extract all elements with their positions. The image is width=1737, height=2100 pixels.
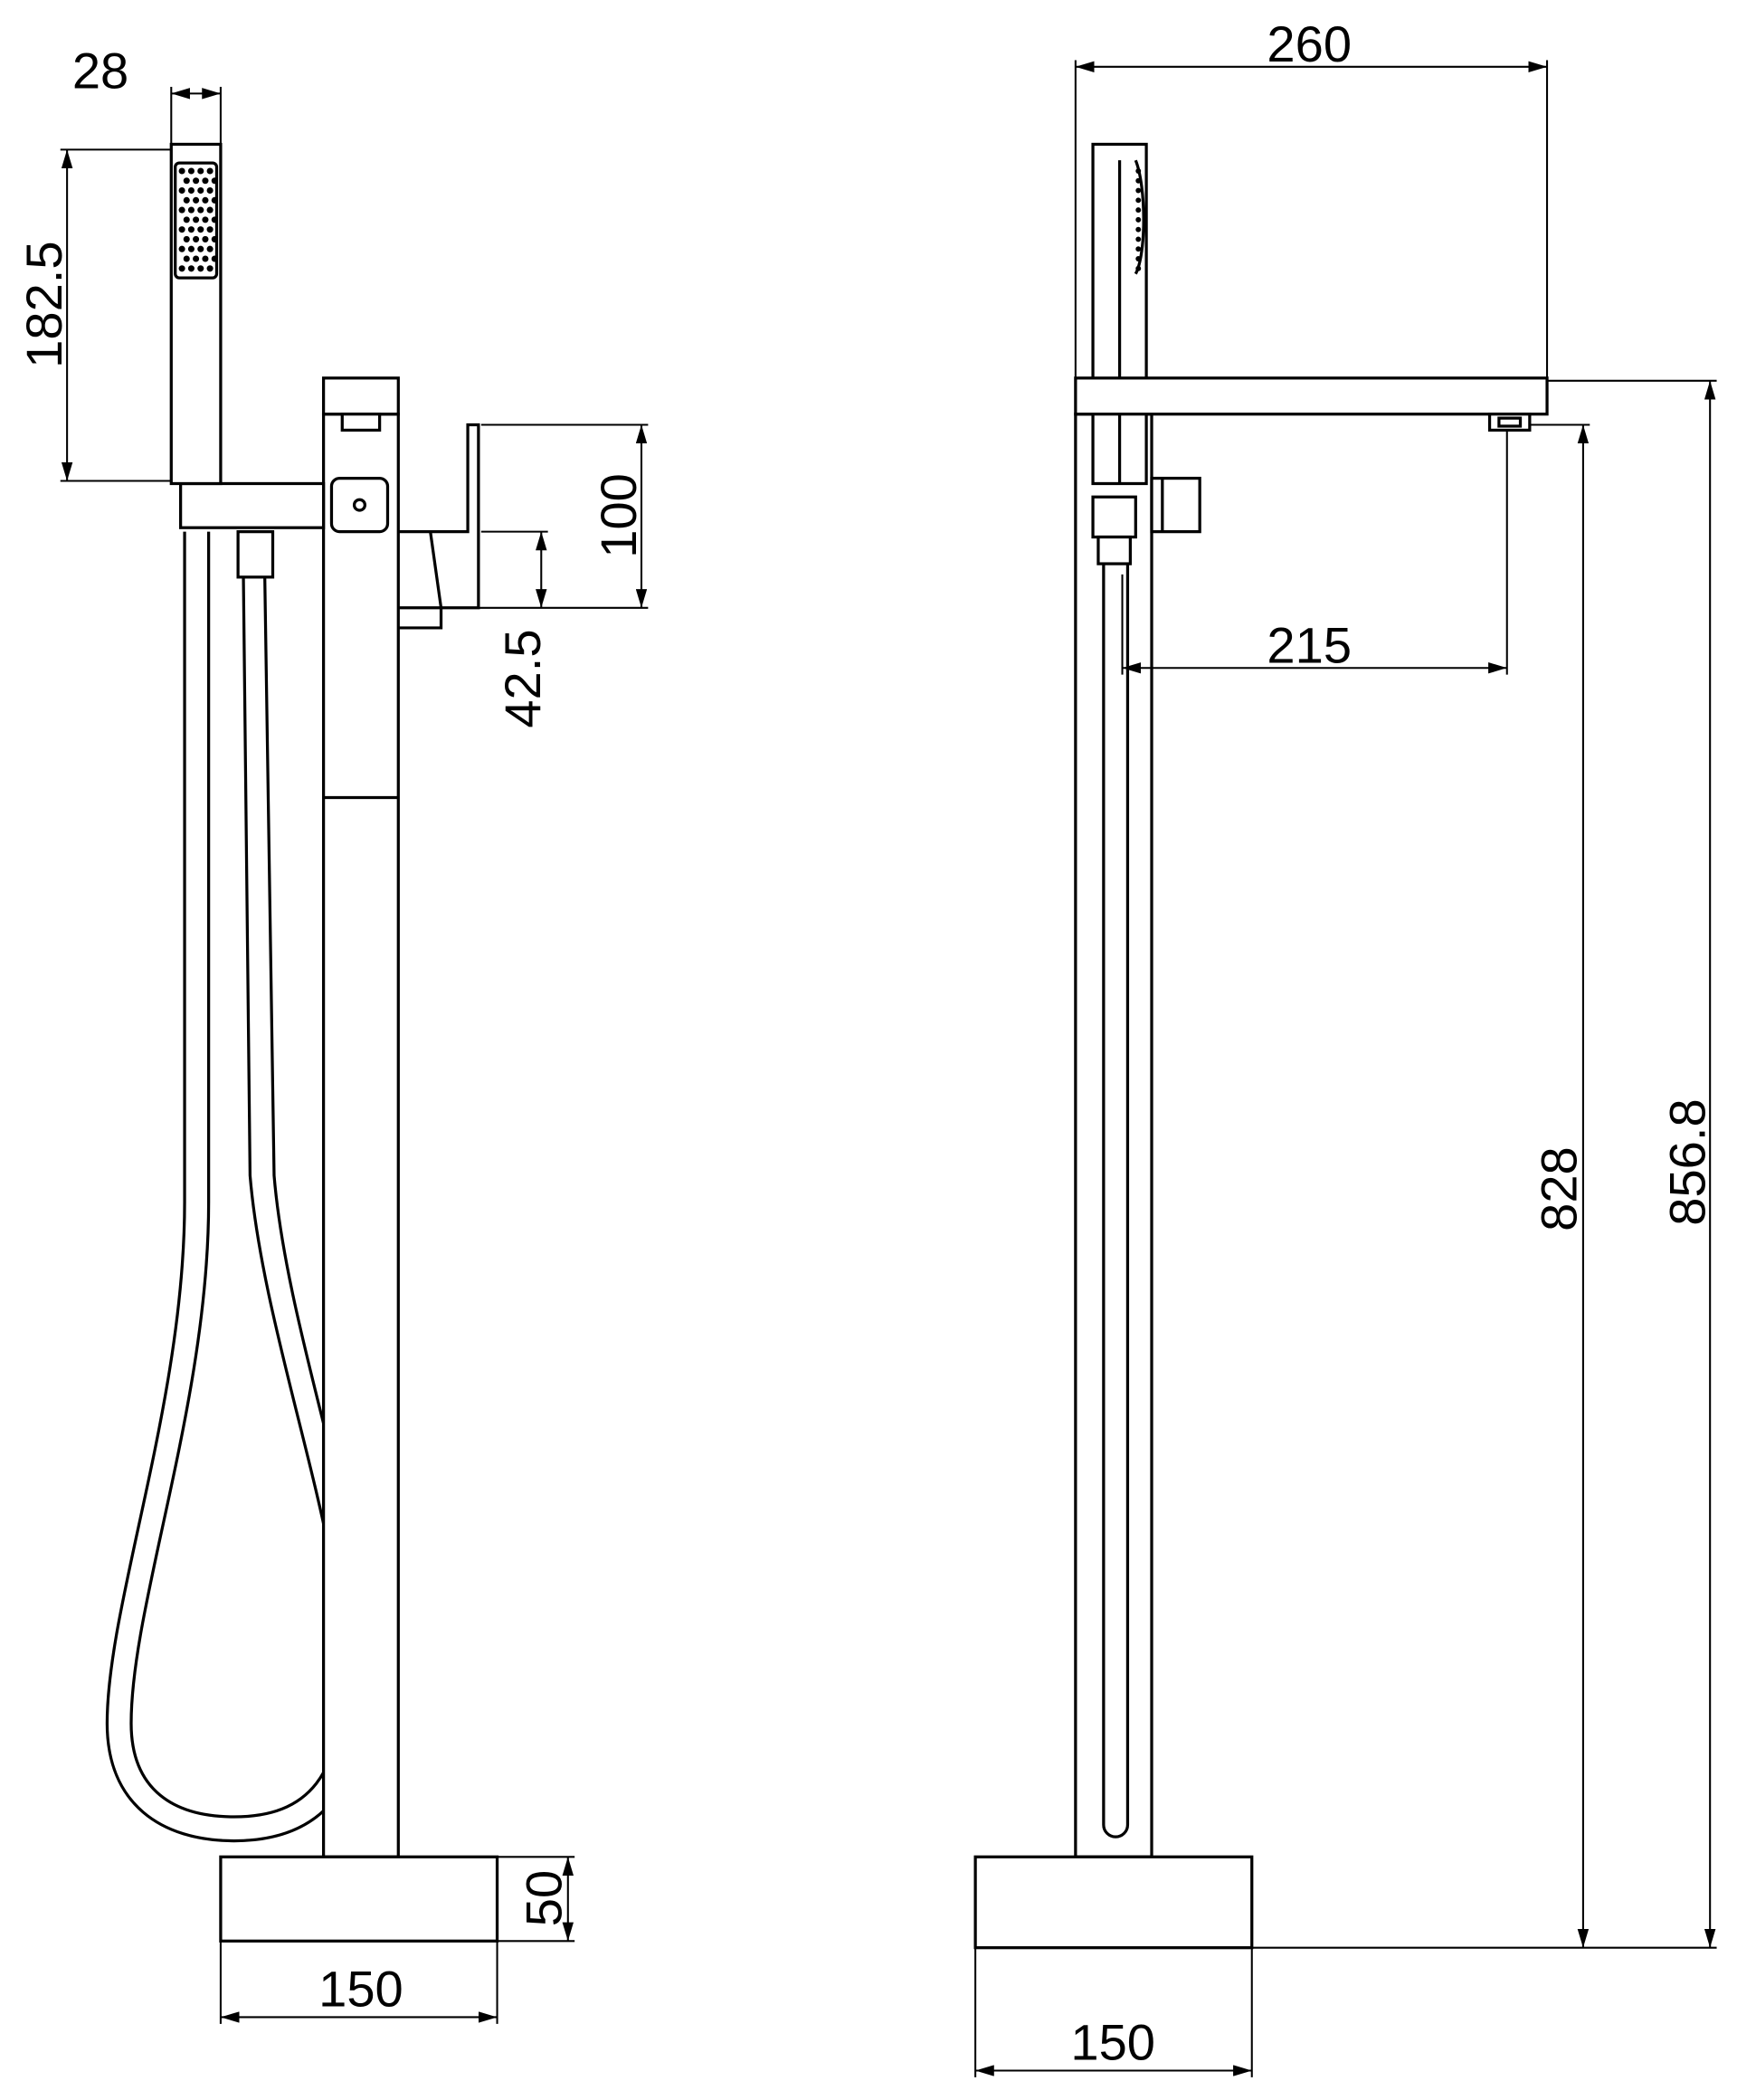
nozzle-dot [211, 196, 218, 204]
nozzle-dot [206, 206, 214, 214]
nozzle-dot [206, 187, 214, 195]
nozzle-dot [187, 265, 195, 272]
nozzle-dot [178, 226, 185, 233]
nozzle-dot [197, 187, 204, 195]
nozzle-dot [206, 226, 214, 233]
nozzle-dot [197, 167, 204, 175]
dim-handshower-length: 182.5 [15, 241, 72, 367]
nozzle-dot [211, 177, 218, 185]
nozzle-dot [193, 216, 200, 223]
nozzle-dot [187, 206, 195, 214]
nozzle-dot [211, 255, 218, 262]
nozzle-dot [187, 226, 195, 233]
spray-nozzles-side [1135, 168, 1142, 271]
nozzle-dot [197, 206, 204, 214]
handshower [169, 142, 223, 486]
nozzle-dot [1135, 197, 1142, 204]
dim-handle-height: 100 [590, 473, 647, 558]
base [973, 1855, 1254, 1950]
nozzle-dot [193, 196, 200, 204]
nozzle-dot [197, 226, 204, 233]
nozzle-dot [202, 235, 209, 242]
dim-overall-height: 856.8 [1658, 1098, 1715, 1225]
nozzle-dot [178, 245, 185, 252]
nozzle-dot [1135, 216, 1142, 223]
dim-spout-reach: 215 [1267, 616, 1352, 673]
column [1074, 413, 1153, 1858]
nozzle-dot [211, 235, 218, 242]
spray-nozzles [178, 167, 218, 272]
nozzle-dot [1135, 207, 1142, 214]
nozzle-dot [1135, 265, 1142, 271]
front-view: 260 215 828 856.8 150 [973, 15, 1717, 2077]
nozzle-dot [183, 196, 190, 204]
nozzle-dot [197, 265, 204, 272]
nozzle-dot [187, 187, 195, 195]
nozzle-dot [178, 206, 185, 214]
dim-base-height: 50 [515, 1870, 572, 1926]
nozzle-dot [206, 245, 214, 252]
column [321, 413, 400, 1858]
nozzle-dot [183, 177, 190, 185]
nozzle-dot [202, 177, 209, 185]
nozzle-dot [206, 265, 214, 272]
nozzle-dot [183, 255, 190, 262]
nozzle-dot [1135, 256, 1142, 261]
nozzle-dot [1135, 168, 1142, 174]
nozzle-dot [1135, 236, 1142, 242]
nozzle-dot [1135, 226, 1142, 233]
nozzle-dot [183, 235, 190, 242]
nozzle-dot [178, 187, 185, 195]
spout [1074, 376, 1549, 416]
nozzle-dot [197, 245, 204, 252]
nozzle-dot [187, 245, 195, 252]
side-view: 28 182.5 100 42.5 50 150 [15, 42, 649, 2024]
dim-spout-length-total: 260 [1267, 15, 1352, 72]
nozzle-dot [187, 167, 195, 175]
nozzle-dot [183, 216, 190, 223]
nozzle-dot [1135, 187, 1142, 194]
nozzle-dot [202, 196, 209, 204]
handshower-holder [178, 481, 326, 529]
nozzle-dot [178, 167, 185, 175]
dim-base-width-left: 150 [318, 1961, 403, 2018]
nozzle-dot [1135, 246, 1142, 252]
nozzle-dot [202, 255, 209, 262]
dim-handshower-width: 28 [72, 42, 128, 99]
nozzle-dot [178, 265, 185, 272]
lever-handle [398, 423, 480, 610]
nozzle-dot [193, 235, 200, 242]
nozzle-dot [193, 177, 200, 185]
nozzle-dot [193, 255, 200, 262]
dim-base-width-right: 150 [1070, 2014, 1155, 2071]
lever-handle [1150, 476, 1201, 534]
dim-outlet-height: 828 [1531, 1146, 1588, 1231]
nozzle-dot [202, 216, 209, 223]
base [219, 1855, 499, 1943]
nozzle-dot [206, 167, 214, 175]
dim-lever-offset: 42.5 [494, 629, 551, 727]
nozzle-dot [1135, 177, 1142, 184]
nozzle-dot [211, 216, 218, 223]
